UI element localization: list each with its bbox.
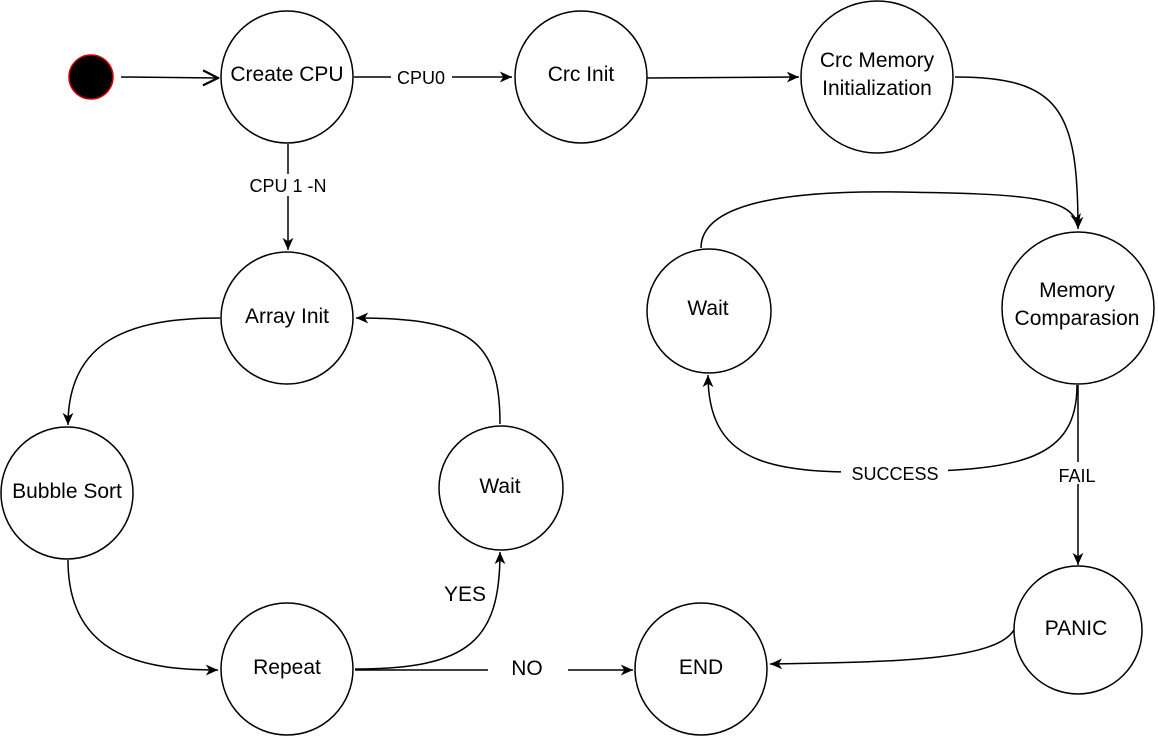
edge-memcomp-to-wait	[702, 374, 1078, 474]
node-end: END	[634, 602, 768, 736]
node-repeat: Repeat	[220, 602, 354, 736]
svg-text:PANIC: PANIC	[1045, 617, 1108, 640]
svg-text:Memory: Memory	[1039, 279, 1115, 302]
node-wait-left: Wait	[438, 425, 564, 551]
edge-array-to-bubble	[62, 317, 221, 426]
svg-text:Wait: Wait	[687, 297, 728, 320]
node-panic: PANIC	[1013, 565, 1143, 695]
edge-label-yes: YES	[444, 583, 486, 606]
edge-wait-to-memcomp	[700, 191, 1081, 249]
svg-text:Initialization: Initialization	[822, 77, 932, 100]
svg-text:Wait: Wait	[479, 475, 520, 498]
node-wait-right: Wait	[646, 248, 772, 374]
node-array-init: Array Init	[220, 251, 354, 385]
edge-crcinit-to-crcmem	[646, 71, 800, 83]
svg-text:Crc Memory: Crc Memory	[820, 49, 935, 72]
edge-start-to-create	[120, 77, 218, 78]
edge-label-cpu1n: CPU 1 -N	[249, 176, 326, 196]
edge-label-fail: FAIL	[1058, 466, 1095, 486]
node-create-cpu: Create CPU	[220, 10, 354, 144]
edge-wait-to-array	[355, 312, 501, 425]
svg-text:Repeat: Repeat	[253, 656, 321, 679]
edge-bubble-to-repeat	[67, 559, 219, 676]
edge-label-no: NO	[511, 657, 543, 680]
svg-text:Comparasion: Comparasion	[1015, 307, 1140, 330]
edge-panic-to-end	[769, 627, 1016, 670]
edge-label-success: SUCCESS	[851, 464, 938, 484]
edge-crcmem-to-memcomp	[954, 76, 1084, 230]
node-memory-comparasion: Memory Comparasion	[1001, 231, 1155, 385]
node-crc-memory-initialization: Crc Memory Initialization	[800, 0, 954, 154]
edge-label-cpu0: CPU0	[397, 68, 445, 88]
svg-text:END: END	[679, 656, 723, 679]
node-bubble-sort: Bubble Sort	[0, 426, 134, 560]
svg-text:Create CPU: Create CPU	[230, 63, 343, 86]
start-node	[68, 54, 114, 100]
edge-repeat-to-wait	[354, 551, 506, 670]
svg-text:Bubble Sort: Bubble Sort	[12, 480, 122, 503]
node-crc-init: Crc Init	[514, 10, 648, 144]
svg-text:Array Init: Array Init	[245, 305, 329, 328]
svg-text:Crc Init: Crc Init	[548, 63, 615, 86]
